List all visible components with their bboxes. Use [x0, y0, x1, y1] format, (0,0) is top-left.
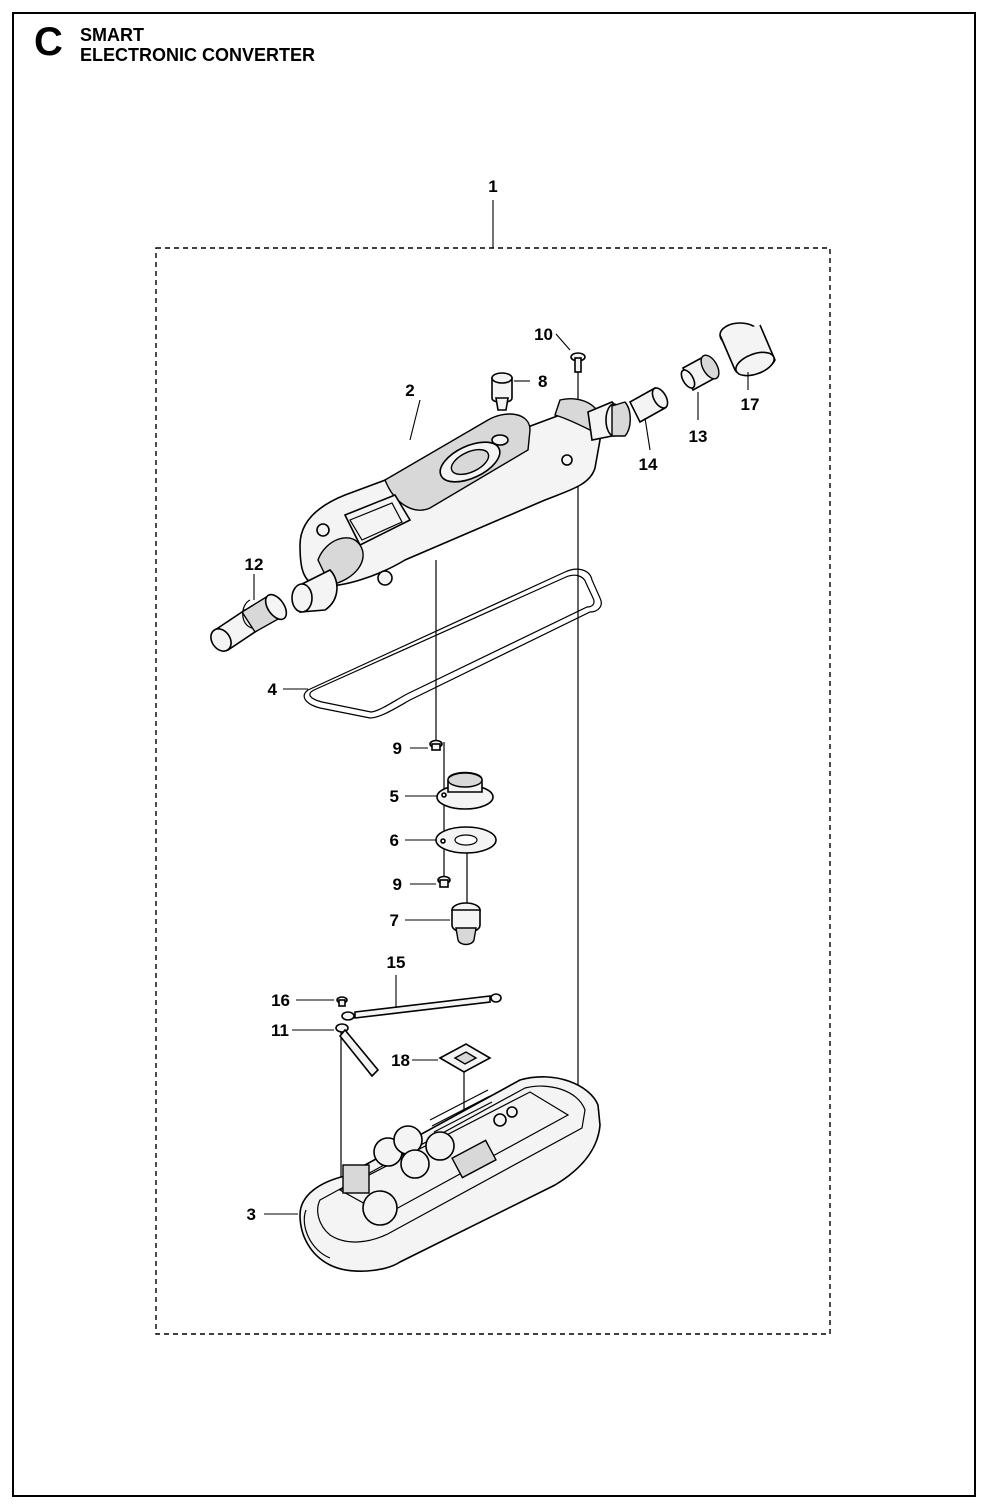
- leader-14: [644, 417, 651, 451]
- screw-part-10: [555, 333, 586, 373]
- callout-1: 1: [488, 177, 497, 196]
- gasket-part-4: [283, 568, 602, 719]
- section-letter: C: [34, 20, 63, 64]
- callout-7: 7: [390, 911, 399, 930]
- connector-part-7: [405, 902, 481, 946]
- callout-11: 11: [271, 1021, 289, 1040]
- ring-part-17: [719, 322, 776, 390]
- sleeve-part-14: [628, 386, 669, 451]
- diagram-title: SMART ELECTRONIC CONVERTER: [80, 25, 315, 65]
- screw-part-9-upper: [410, 739, 443, 751]
- connector-part-12: [210, 574, 288, 652]
- base-part-3: [264, 1076, 601, 1272]
- callout-3: 3: [247, 1205, 256, 1224]
- gasket-part-6: [405, 826, 497, 854]
- cable-part-15: [341, 975, 502, 1021]
- callout-13: 13: [689, 427, 708, 446]
- cover-right-port: [587, 401, 631, 441]
- callout-17: 17: [741, 395, 760, 414]
- clip-part-18: [412, 1043, 492, 1073]
- callout-4: 4: [268, 680, 278, 699]
- cap-part-5: [405, 771, 494, 810]
- cover-left-port: [291, 569, 338, 613]
- callout-18: 18: [391, 1051, 410, 1070]
- callout-12: 12: [245, 555, 264, 574]
- callout-16: 16: [271, 991, 290, 1010]
- callout-14: 14: [639, 455, 658, 474]
- leader-10: [555, 333, 571, 351]
- callout-15: 15: [387, 953, 406, 972]
- callout-10: 10: [534, 325, 553, 344]
- callout-5: 5: [390, 787, 399, 806]
- callout-2: 2: [405, 381, 414, 400]
- plug-part-8: [491, 372, 530, 411]
- page-border: [12, 12, 976, 1497]
- screw-part-16: [296, 996, 348, 1007]
- leader-2: [409, 399, 421, 441]
- callout-9-lower: 9: [393, 875, 402, 894]
- title-line-2: ELECTRONIC CONVERTER: [80, 45, 316, 65]
- callout-8: 8: [538, 372, 547, 391]
- cover-part-2: [299, 398, 602, 587]
- callout-9-upper: 9: [393, 739, 402, 758]
- cable-part-11: [292, 1023, 380, 1078]
- gland-part-13: [680, 354, 720, 420]
- title-line-1: SMART: [80, 25, 144, 45]
- capacitors: [362, 1125, 455, 1226]
- screw-part-9-lower: [410, 875, 451, 888]
- callout-6: 6: [390, 831, 399, 850]
